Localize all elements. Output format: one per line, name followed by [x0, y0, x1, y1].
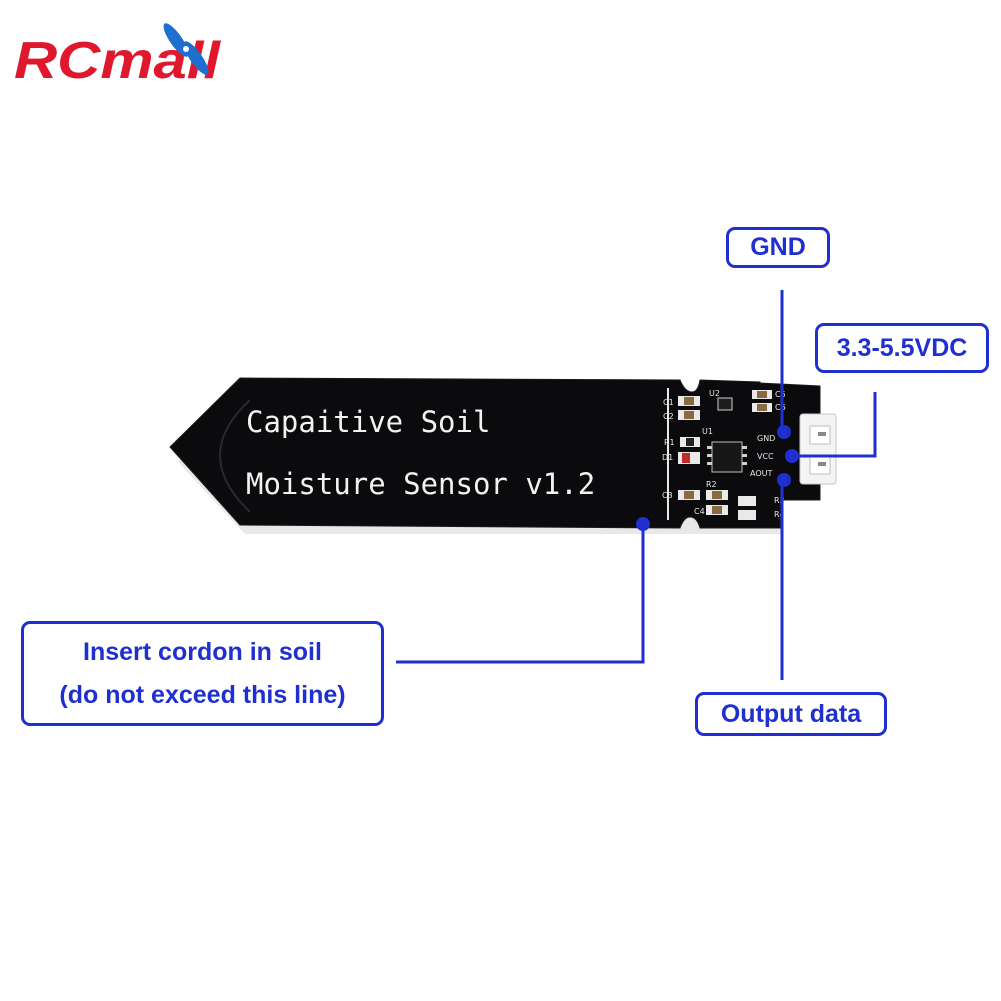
- vcc-leader: [794, 392, 877, 458]
- label-c5: C5: [775, 390, 786, 399]
- rcmall-logo: RCmall: [14, 23, 222, 90]
- label-c2: C2: [663, 412, 674, 421]
- output-data-callout: Output data: [695, 692, 887, 736]
- aout-pin-dot: [777, 473, 791, 487]
- pin-markers: [636, 425, 799, 531]
- jst-connector: [799, 413, 837, 485]
- soil-callout-line1: Insert cordon in soil: [83, 638, 322, 666]
- pin-label-aout: AOUT: [750, 469, 772, 478]
- label-r2: R2: [706, 480, 717, 489]
- pcb-board: Capaitive Soil Moisture Sensor v1.2: [169, 377, 837, 529]
- board-title-line2: Moisture Sensor v1.2: [246, 467, 595, 501]
- soil-callout-line2: (do not exceed this line): [59, 680, 346, 709]
- label-r4: R4: [774, 510, 785, 519]
- vcc-pin-dot: [785, 449, 799, 463]
- label-u2: U2: [709, 389, 720, 398]
- insert-soil-callout: Insert cordon in soil (do not exceed thi…: [21, 621, 384, 726]
- output-callout-text: Output data: [720, 699, 862, 728]
- label-c4: C4: [694, 507, 705, 516]
- label-c1: C1: [663, 398, 674, 407]
- leader-lines: [396, 290, 877, 680]
- label-u1: U1: [702, 427, 713, 436]
- label-c6: C6: [775, 403, 786, 412]
- gnd-callout: GND: [726, 227, 830, 268]
- board-outline: [169, 377, 821, 529]
- pin-label-vcc: VCC: [757, 452, 774, 461]
- label-r3: R3: [774, 496, 785, 505]
- smd-components: [678, 390, 772, 520]
- label-d1: D1: [662, 453, 673, 462]
- soil-line-leader: [396, 524, 645, 664]
- vcc-callout: 3.3-5.5VDC: [815, 323, 989, 373]
- board-title-line1: Capaitive Soil: [246, 405, 490, 439]
- label-r1: R1: [664, 438, 675, 447]
- propeller-icon: [163, 23, 209, 75]
- gnd-pin-dot: [777, 425, 791, 439]
- logo-text: RCmall: [14, 32, 222, 90]
- gnd-callout-text: GND: [750, 233, 806, 262]
- label-c3: C3: [662, 491, 673, 500]
- vcc-callout-text: 3.3-5.5VDC: [836, 333, 968, 362]
- pin-label-gnd: GND: [757, 434, 775, 443]
- soil-line-dot: [636, 517, 650, 531]
